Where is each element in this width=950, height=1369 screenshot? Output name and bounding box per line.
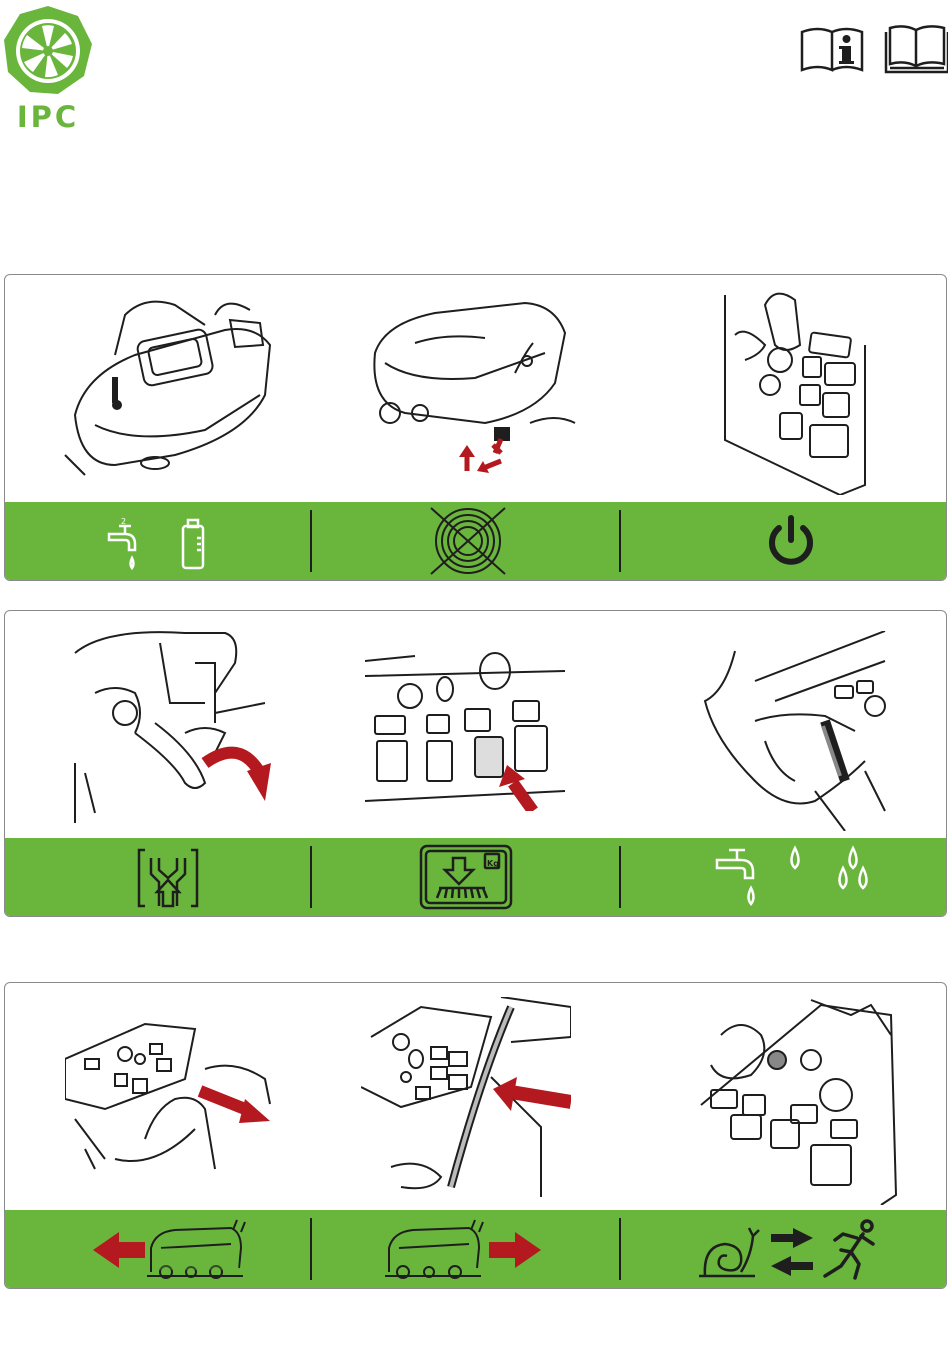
- lower-squeegee-lever-illustration: [65, 623, 285, 833]
- panel-3: [4, 982, 947, 1289]
- band-separator: [619, 846, 621, 908]
- brush-pressure-icon: Kg: [419, 844, 513, 910]
- power-icon: [763, 514, 819, 570]
- fill-solution-tank-illustration: [55, 295, 285, 485]
- push-lever-forward-illustration: [361, 997, 571, 1197]
- band-separator: [619, 1218, 621, 1280]
- panel-3-band: [5, 1210, 946, 1288]
- ipc-logo: IPC: [2, 4, 94, 128]
- panel-1-band: 2: [5, 502, 946, 580]
- manual-icons: [798, 24, 948, 76]
- panel-2: Kg: [4, 610, 947, 917]
- pull-lever-reverse-illustration: [65, 1019, 275, 1179]
- mount-brush-illustration: [355, 293, 585, 483]
- brush-pressure-button-illustration: [365, 641, 565, 811]
- manual-book-icon: [886, 26, 948, 72]
- squeegee-down-icon: [135, 844, 201, 910]
- panel-2-band: Kg: [5, 838, 946, 916]
- slow-fast-speed-icon: [695, 1216, 881, 1284]
- key-switch-on-illustration: [715, 285, 875, 495]
- water-tap-and-detergent-icon: 2: [105, 516, 215, 572]
- tap-label: 2: [121, 517, 126, 526]
- no-brush-icon: [423, 506, 513, 576]
- water-flow-levels-icon: [715, 844, 875, 910]
- forward-direction-icon: [385, 1218, 545, 1282]
- manual-info-icon: [802, 29, 862, 70]
- water-flow-adjust-illustration: [695, 631, 895, 831]
- ipc-logo-mark: [2, 4, 94, 98]
- band-separator: [310, 846, 312, 908]
- logo-text: IPC: [2, 100, 94, 134]
- reverse-direction-icon: [91, 1218, 251, 1282]
- band-separator: [619, 510, 621, 572]
- band-separator: [310, 510, 312, 572]
- panel-1: 2: [4, 274, 947, 581]
- weight-label: Kg: [487, 859, 499, 868]
- speed-selector-illustration: [691, 995, 901, 1205]
- band-separator: [310, 1218, 312, 1280]
